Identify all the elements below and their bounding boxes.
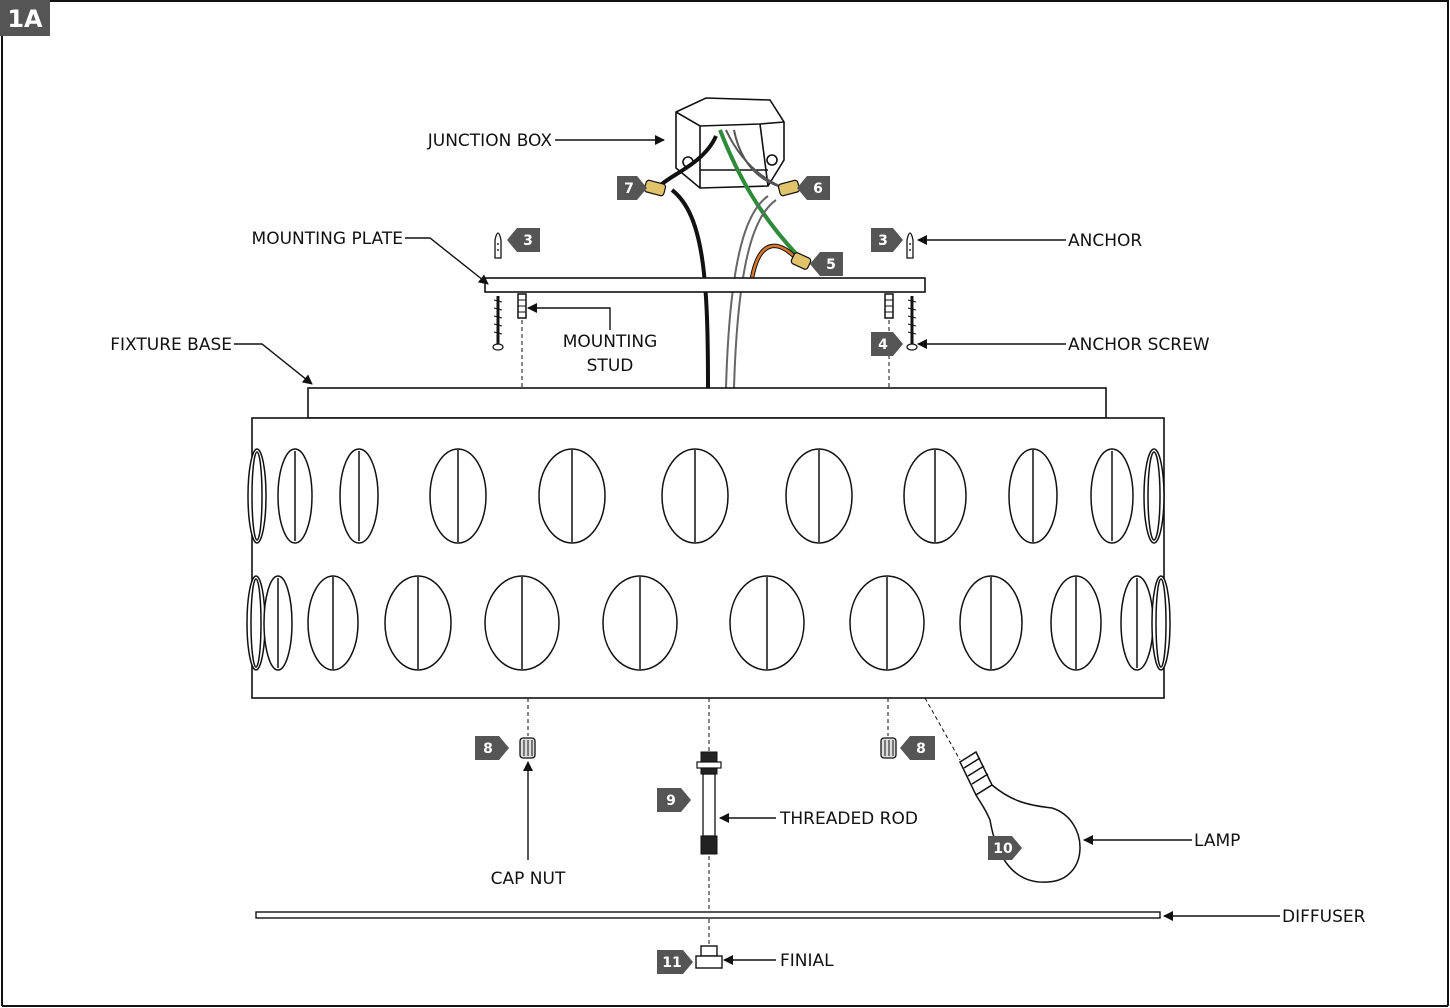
finial: [695, 945, 723, 969]
svg-text:11: 11: [662, 955, 681, 971]
anchor-right: [906, 232, 914, 259]
badge-8-right: 8: [900, 736, 935, 760]
mounting-plate: [484, 277, 926, 293]
badge-8-left: 8: [475, 736, 509, 760]
wire-nut-7: [643, 179, 667, 197]
label-fixture-base: FIXTURE BASE: [110, 335, 232, 355]
dashed-guides: [527, 697, 961, 946]
lamp: [959, 750, 1081, 883]
labels: JUNCTION BOX MOUNTING PLATE ANCHOR MOUNT…: [110, 131, 1365, 971]
fixture-base: [307, 387, 1107, 419]
figure-tag-text: 1A: [7, 5, 43, 33]
badge-4: 4: [871, 332, 903, 356]
anchor-screw-right: [906, 296, 918, 351]
label-anchor: ANCHOR: [1068, 231, 1142, 251]
label-cap-nut: CAP NUT: [491, 869, 566, 889]
label-threaded-rod: THREADED ROD: [779, 809, 918, 829]
cap-nut-right: [880, 737, 897, 759]
badge-5: 5: [810, 252, 843, 276]
svg-text:10: 10: [993, 841, 1013, 857]
wires: [658, 129, 802, 389]
svg-text:7: 7: [624, 181, 634, 197]
badge-3-right: 3: [871, 228, 903, 252]
badge-11: 11: [657, 950, 693, 974]
leader-lines: [234, 135, 1280, 965]
badge-7: 7: [617, 176, 647, 200]
junction-box: [675, 97, 785, 189]
badge-6: 6: [797, 176, 830, 200]
anchor-left: [494, 232, 502, 259]
svg-text:4: 4: [878, 337, 888, 353]
label-junction-box: JUNCTION BOX: [427, 131, 553, 151]
wire-nut-6: [777, 179, 801, 197]
badge-10: 10: [988, 836, 1022, 860]
cap-nut-left: [519, 737, 536, 759]
svg-text:6: 6: [813, 181, 823, 197]
figure-tag: 1A: [0, 0, 50, 36]
badge-9: 9: [657, 788, 691, 812]
svg-text:8: 8: [916, 741, 926, 757]
svg-text:3: 3: [878, 233, 888, 249]
mounting-stud-left: [517, 293, 527, 388]
label-mounting-stud-2: STUD: [587, 356, 634, 376]
cutout-row-1: [247, 448, 1165, 544]
diffuser: [255, 911, 1161, 919]
cutout-row-2: [246, 575, 1171, 671]
fixture-cutouts: [246, 448, 1171, 671]
badge-3-left: 3: [507, 228, 540, 252]
wire-nut-5: [790, 252, 812, 270]
label-lamp: LAMP: [1194, 831, 1240, 851]
threaded-rod: [696, 751, 722, 855]
label-anchor-screw: ANCHOR SCREW: [1068, 335, 1210, 355]
mounting-stud-right: [884, 293, 894, 388]
svg-text:3: 3: [523, 233, 533, 249]
anchor-screw-left: [492, 296, 504, 351]
svg-text:9: 9: [666, 793, 676, 809]
label-mounting-stud-1: MOUNTING: [563, 332, 658, 352]
svg-text:8: 8: [483, 741, 493, 757]
label-mounting-plate: MOUNTING PLATE: [252, 229, 403, 249]
svg-text:5: 5: [826, 257, 836, 273]
label-finial: FINIAL: [780, 951, 834, 971]
label-diffuser: DIFFUSER: [1282, 907, 1366, 927]
